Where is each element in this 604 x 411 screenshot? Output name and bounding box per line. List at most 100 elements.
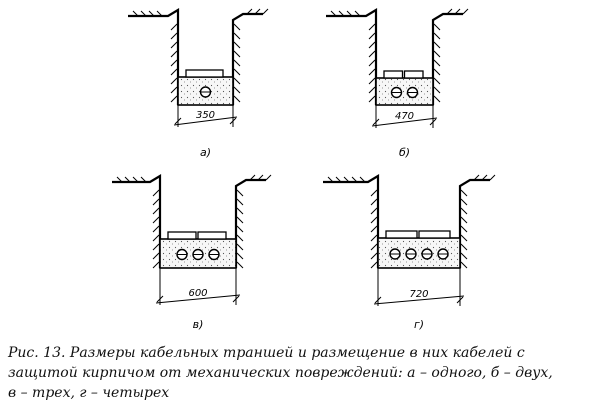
dimension-tick xyxy=(374,296,382,304)
wall-hatch xyxy=(370,252,378,260)
ground-hatch xyxy=(462,8,469,15)
wall-hatch xyxy=(170,86,178,94)
trench-left-wall xyxy=(326,8,378,105)
wall-hatch xyxy=(433,86,441,94)
protective-brick xyxy=(418,230,451,239)
wall-hatch xyxy=(368,86,376,94)
wall-hatch xyxy=(236,225,244,233)
ground-hatch xyxy=(140,176,147,183)
protective-brick xyxy=(197,231,227,240)
trench-panel-c: 600 в) xyxy=(112,174,272,331)
ground-hatch xyxy=(156,10,163,17)
dimension-line xyxy=(371,117,438,127)
ground-hatch xyxy=(140,10,147,17)
panel-label: в) xyxy=(193,318,204,331)
wall-hatch xyxy=(370,225,378,233)
panel-label: г) xyxy=(414,318,424,331)
ground-hatch xyxy=(338,10,345,17)
wall-hatch xyxy=(152,234,160,242)
ground-hatch xyxy=(473,174,480,181)
wall-hatch xyxy=(368,50,376,58)
ground-hatch xyxy=(346,10,353,17)
ground-hatch xyxy=(446,8,453,15)
wall-hatch xyxy=(236,252,244,260)
wall-hatch xyxy=(152,189,160,197)
trench-left-wall xyxy=(128,8,180,105)
wall-hatch xyxy=(370,189,378,197)
dimension-line xyxy=(173,116,238,126)
wall-hatch xyxy=(152,243,160,251)
wall-hatch xyxy=(368,59,376,67)
trench-right-wall xyxy=(431,12,463,105)
wall-hatch xyxy=(460,198,468,206)
trench-left-wall xyxy=(112,174,162,268)
wall-hatch xyxy=(236,243,244,251)
protective-brick xyxy=(167,231,197,240)
wall-hatch xyxy=(370,261,378,269)
wall-hatch xyxy=(460,234,468,242)
ground-hatch xyxy=(254,8,261,15)
ground-hatch xyxy=(124,176,131,183)
wall-hatch xyxy=(233,50,241,58)
wall-hatch xyxy=(460,225,468,233)
wall-hatch xyxy=(233,77,241,85)
trench-right-wall xyxy=(234,178,266,268)
dimension-value: 720 xyxy=(409,289,428,300)
wall-hatch xyxy=(236,189,244,197)
dimension-value: 470 xyxy=(395,111,414,122)
wall-hatch xyxy=(233,86,241,94)
wall-hatch xyxy=(460,252,468,260)
ground-hatch xyxy=(354,10,361,17)
wall-hatch xyxy=(370,243,378,251)
wall-hatch xyxy=(233,32,241,40)
ground-hatch xyxy=(489,174,496,181)
wall-hatch xyxy=(368,23,376,31)
wall-hatch xyxy=(152,261,160,269)
ground-hatch xyxy=(249,174,256,181)
ground-hatch xyxy=(148,10,155,17)
ground-hatch xyxy=(351,176,358,183)
wall-hatch xyxy=(170,50,178,58)
trench-left-wall xyxy=(323,174,380,268)
wall-hatch xyxy=(170,95,178,103)
wall-hatch xyxy=(236,216,244,224)
wall-hatch xyxy=(233,59,241,67)
wall-hatch xyxy=(152,216,160,224)
dimension-tick xyxy=(456,296,464,304)
wall-hatch xyxy=(236,261,244,269)
wall-hatch xyxy=(233,68,241,76)
ground-hatch xyxy=(257,174,264,181)
wall-hatch xyxy=(433,95,441,103)
wall-hatch xyxy=(152,198,160,206)
wall-hatch xyxy=(368,41,376,49)
dimension-value: 600 xyxy=(188,288,207,299)
protective-brick xyxy=(385,230,418,239)
ground-hatch xyxy=(481,174,488,181)
sand-bed xyxy=(375,77,434,106)
dimension-line xyxy=(373,295,465,305)
wall-hatch xyxy=(170,32,178,40)
ground-hatch xyxy=(246,8,253,15)
ground-hatch xyxy=(454,8,461,15)
wall-hatch xyxy=(370,198,378,206)
wall-hatch xyxy=(233,23,241,31)
ground-hatch xyxy=(327,176,334,183)
wall-hatch xyxy=(368,68,376,76)
trench-right-wall xyxy=(458,178,490,268)
wall-hatch xyxy=(152,207,160,215)
figure-caption: Рис. 13. Размеры кабельных траншей и раз… xyxy=(8,343,598,403)
wall-hatch xyxy=(460,243,468,251)
wall-hatch xyxy=(368,77,376,85)
wall-hatch xyxy=(433,77,441,85)
dimension-tick xyxy=(429,118,437,126)
ground-hatch xyxy=(343,176,350,183)
ground-hatch xyxy=(335,176,342,183)
wall-hatch xyxy=(236,234,244,242)
caption-line-1: Рис. 13. Размеры кабельных траншей и раз… xyxy=(8,345,525,361)
wall-hatch xyxy=(433,23,441,31)
dimension-value: 350 xyxy=(196,110,215,121)
trench-panel-d: 720 г) xyxy=(323,174,496,331)
wall-hatch xyxy=(233,95,241,103)
wall-hatch xyxy=(368,32,376,40)
